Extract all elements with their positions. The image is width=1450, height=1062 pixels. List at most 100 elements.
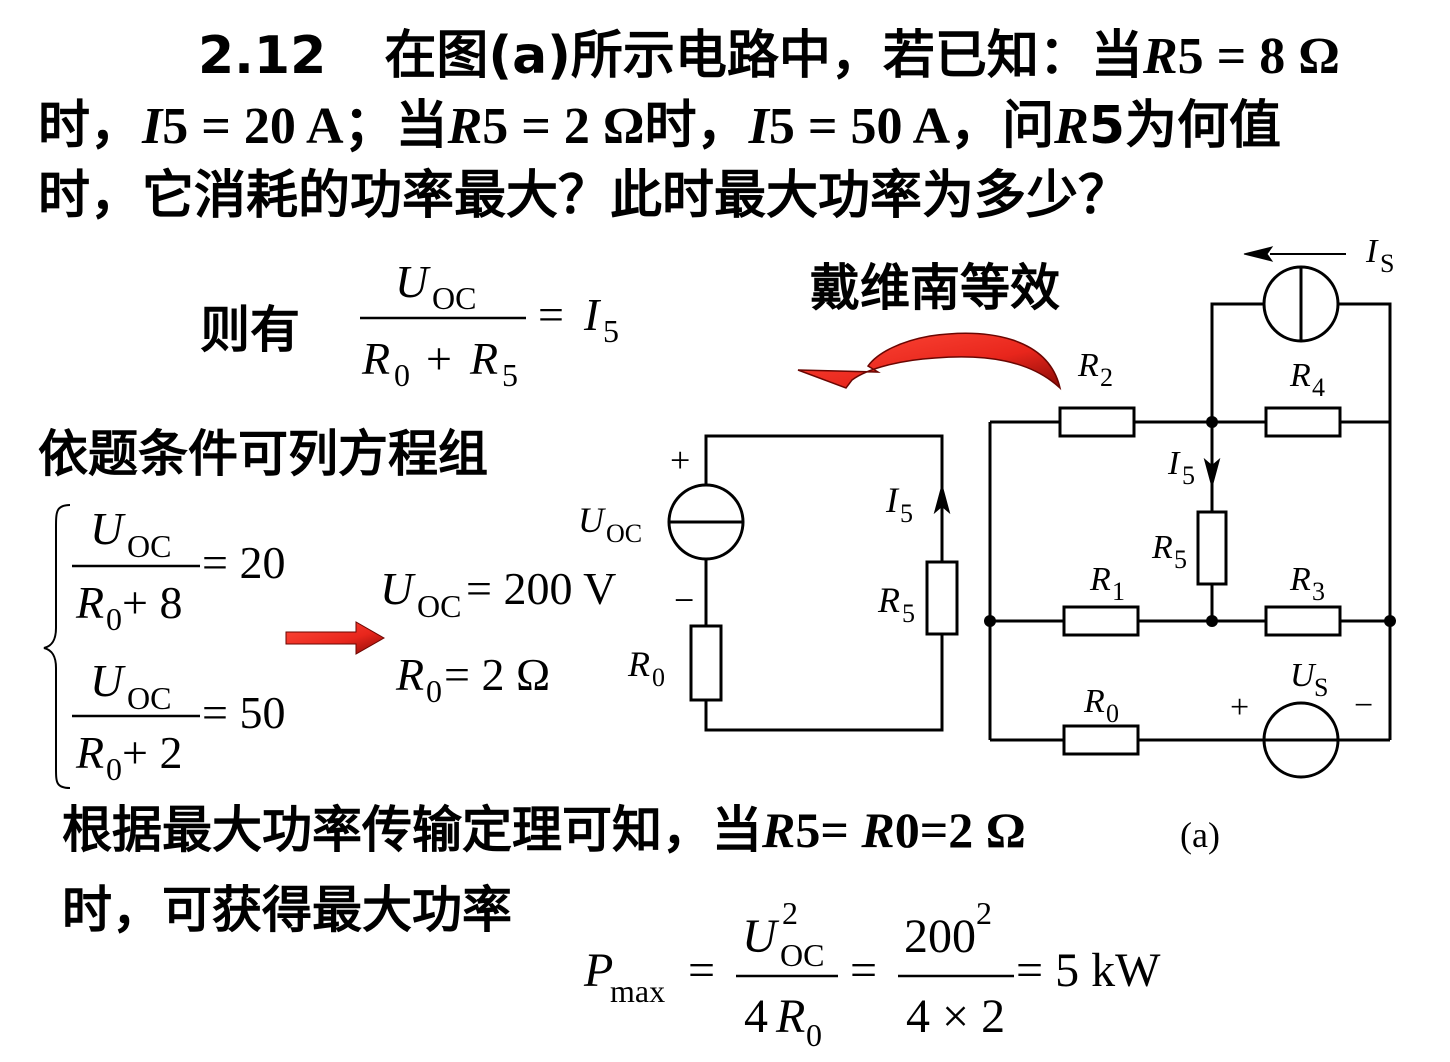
node-dot bbox=[1384, 615, 1396, 627]
thevenin-circuit bbox=[667, 434, 959, 732]
subscript-2: 2 bbox=[1100, 363, 1113, 392]
r3-label: R bbox=[1289, 561, 1311, 598]
conditions-label: 依题条件可列方程组 bbox=[38, 425, 488, 483]
uoc-symbol: U bbox=[742, 910, 780, 963]
resistor-r5 bbox=[1196, 510, 1228, 586]
subscript-0: 0 bbox=[806, 1017, 822, 1053]
problem-text: 5为何值 bbox=[1088, 96, 1282, 156]
then-label: 则有 bbox=[200, 301, 300, 359]
uoc-symbol: U bbox=[380, 563, 416, 614]
subscript-5: 5 bbox=[1182, 461, 1195, 490]
wire bbox=[1338, 302, 1392, 740]
r0-symbol: R bbox=[361, 333, 390, 384]
resistor-r0 bbox=[1062, 724, 1140, 756]
uoc-label: U bbox=[578, 500, 606, 540]
circuit-a-nodes bbox=[984, 416, 1396, 627]
i5-label: I bbox=[885, 480, 900, 520]
i5-value: 5 = 50 A，问 bbox=[768, 98, 1055, 155]
var-r: R bbox=[1142, 28, 1178, 85]
resistor-r4 bbox=[1264, 406, 1342, 438]
r2-label: R bbox=[1077, 347, 1099, 384]
r5-symbol: R bbox=[469, 333, 498, 384]
subscript-3: 3 bbox=[1312, 577, 1325, 606]
oc-subscript: OC bbox=[432, 280, 476, 316]
i5-symbol: I bbox=[583, 289, 602, 340]
node-dot bbox=[1206, 615, 1218, 627]
uoc-subscript: OC bbox=[606, 519, 642, 548]
equals-sign: = bbox=[538, 289, 564, 340]
r5-label: R bbox=[877, 580, 900, 620]
var-i: I bbox=[142, 98, 163, 155]
resistor-r0 bbox=[689, 624, 723, 702]
squared: 2 bbox=[782, 895, 798, 931]
subscript-5: 5 bbox=[603, 313, 619, 349]
pmax-result: = 5 kW bbox=[1016, 944, 1161, 997]
plus-label: + bbox=[670, 440, 690, 480]
is-label: I bbox=[1365, 233, 1379, 270]
subscript-0: 0 bbox=[394, 357, 410, 393]
resistor-r1 bbox=[1062, 605, 1140, 637]
var-r: R bbox=[861, 802, 895, 858]
subscript-1: 1 bbox=[1112, 577, 1125, 606]
equals-sign: = bbox=[688, 944, 715, 997]
i5-arrow-icon bbox=[1203, 457, 1221, 489]
uoc-result: = 200 V bbox=[466, 563, 616, 614]
then-equation: U OC R 0 + R 5 = I 5 bbox=[360, 256, 619, 393]
us-subscript: S bbox=[1314, 673, 1328, 702]
equation-2: U OC R 0 + 2 = 50 bbox=[72, 655, 285, 787]
uoc-symbol: U bbox=[395, 256, 431, 307]
is-subscript: S bbox=[1380, 249, 1394, 278]
circuit-a bbox=[988, 246, 1392, 779]
r5-value: 5 = 2 Ω时， bbox=[482, 98, 749, 155]
problem-line-3: 时，它消耗的功率最大？此时最大功率为多少？ bbox=[38, 166, 1131, 226]
numerator-200: 200 bbox=[904, 910, 976, 963]
var-r: R bbox=[447, 98, 483, 155]
subscript-5: 5 bbox=[900, 499, 913, 528]
resistor-r5 bbox=[925, 560, 959, 636]
us-label: U bbox=[1290, 657, 1317, 694]
pmax-subscript: max bbox=[610, 973, 665, 1009]
resistor-r2 bbox=[1058, 406, 1136, 438]
problem-text: 时， bbox=[38, 96, 143, 156]
system-brace bbox=[43, 504, 71, 789]
subscript-0: 0 bbox=[652, 663, 665, 692]
uoc-symbol: U bbox=[90, 503, 126, 554]
rhs-value: = 20 bbox=[202, 537, 285, 588]
is-arrow-icon bbox=[1243, 246, 1274, 262]
subscript-0: 0 bbox=[106, 751, 122, 787]
r0-label: R bbox=[1083, 683, 1105, 720]
pmax-equation: P max = U 2 OC 4 R 0 = 200 2 4 × 2 = 5 k… bbox=[583, 895, 1161, 1053]
plus-label: + bbox=[1230, 689, 1249, 726]
denominator-add: + 8 bbox=[122, 577, 182, 628]
denominator-4: 4 bbox=[744, 990, 768, 1043]
conclusion-text: 根据最大功率传输定理可知，当 bbox=[62, 801, 762, 859]
circuit-a-labels: I S R 2 R 4 I 5 R 5 R 1 R 3 U S R 0 + − bbox=[1077, 233, 1394, 728]
r4-label: R bbox=[1289, 357, 1311, 394]
problem-text: 在图(a)所示电路中，若已知：当 bbox=[384, 26, 1143, 86]
r5-value: 5 = 8 Ω bbox=[1177, 28, 1340, 85]
pmax-symbol: P bbox=[583, 944, 613, 997]
conclusion-line-2: 时，可获得最大功率 bbox=[62, 881, 512, 939]
i5-label: I bbox=[1167, 445, 1181, 482]
r0-symbol: R bbox=[75, 577, 104, 628]
subscript-5: 5 bbox=[1174, 545, 1187, 574]
r5-eq: 5= bbox=[795, 802, 862, 858]
equals-sign: = bbox=[850, 944, 877, 997]
subscript-4: 4 bbox=[1312, 373, 1325, 402]
solve-arrow-icon bbox=[285, 621, 386, 655]
var-i: I bbox=[748, 98, 769, 155]
thevenin-labels: + − U OC I 5 R 5 R 0 bbox=[578, 440, 915, 692]
resistor-r3 bbox=[1264, 605, 1342, 637]
squared: 2 bbox=[976, 895, 992, 931]
minus-label: − bbox=[1354, 687, 1373, 724]
thevenin-curved-arrow bbox=[797, 332, 1062, 391]
conclusion-line-1: 根据最大功率传输定理可知，当R5= R0=2 Ω bbox=[62, 800, 1026, 860]
equation-1: U OC R 0 + 8 = 20 bbox=[72, 503, 285, 637]
r0-symbol: R bbox=[75, 727, 104, 778]
current-arrow-icon bbox=[933, 483, 951, 515]
r1-label: R bbox=[1089, 561, 1111, 598]
r0-symbol: R bbox=[775, 990, 805, 1043]
denominator-4x2: 4 × 2 bbox=[906, 990, 1005, 1043]
